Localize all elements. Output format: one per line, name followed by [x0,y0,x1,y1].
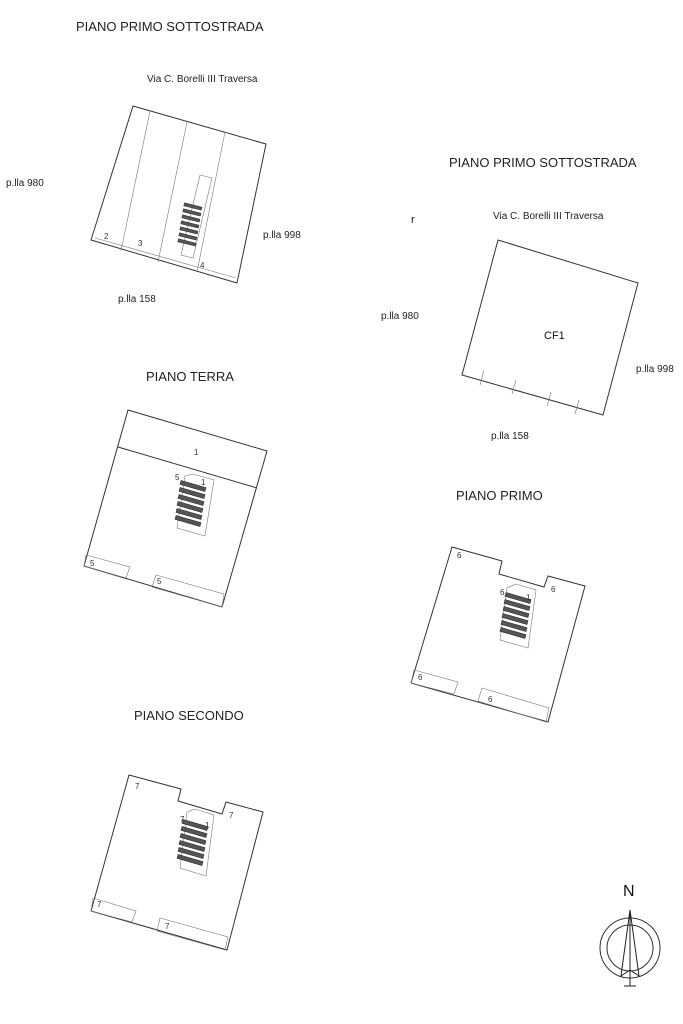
plan-piano-terra: 1 5 1 5 5 [83,409,268,608]
unit-7-label: 7 [229,811,234,820]
plan-piano-secondo: 7 7 1 7 7 7 [90,774,264,951]
north-arrow: N [599,883,661,987]
unit-1-label: 1 [205,821,210,830]
cf1-label: CF1 [544,330,565,342]
unit-6-label: 6 [457,551,462,560]
unit-4-label: 4 [200,261,205,270]
unit-6-label: 6 [551,585,556,594]
north-label: N [623,883,635,900]
unit-3-label: 3 [138,239,143,248]
unit-6-label: 6 [488,695,493,704]
title-primo-sottostrada-left: PIANO PRIMO SOTTOSTRADA [76,19,264,34]
unit-6-label: 6 [418,673,423,682]
title-piano-terra: PIANO TERRA [146,369,234,384]
parcel-998-right: p.lla 998 [636,364,674,375]
parcel-980-left: p.lla 980 [6,178,44,189]
title-piano-primo: PIANO PRIMO [456,488,543,503]
unit-1-label: 1 [194,448,199,457]
unit-7-label: 7 [165,922,170,931]
unit-7-label: 7 [180,815,185,824]
unit-5-label: 5 [175,473,180,482]
street-label-left: Via C. Borelli III Traversa [147,74,258,85]
unit-5-label: 5 [90,559,95,568]
title-piano-secondo: PIANO SECONDO [134,708,244,723]
parcel-158-left: p.lla 158 [118,294,156,305]
unit-7-label: 7 [135,782,140,791]
marker-r: r [411,214,415,226]
unit-6-label: 6 [500,588,505,597]
plan-piano-primo: 6 6 1 6 6 6 [410,546,586,723]
unit-5-label: 5 [157,577,162,586]
title-primo-sottostrada-right: PIANO PRIMO SOTTOSTRADA [449,155,637,170]
unit-1-label: 1 [201,478,206,487]
plan-primo-sottostrada-left: 2 3 4 [90,105,267,284]
street-label-right: Via C. Borelli III Traversa [493,211,604,222]
plan-primo-sottostrada-right: CF1 [461,239,639,416]
parcel-980-right: p.lla 980 [381,311,419,322]
unit-1-label: 1 [526,593,531,602]
parcel-998-left: p.lla 998 [263,230,301,241]
unit-2-label: 2 [104,232,109,241]
unit-7-label: 7 [97,900,102,909]
parcel-158-right: p.lla 158 [491,431,529,442]
